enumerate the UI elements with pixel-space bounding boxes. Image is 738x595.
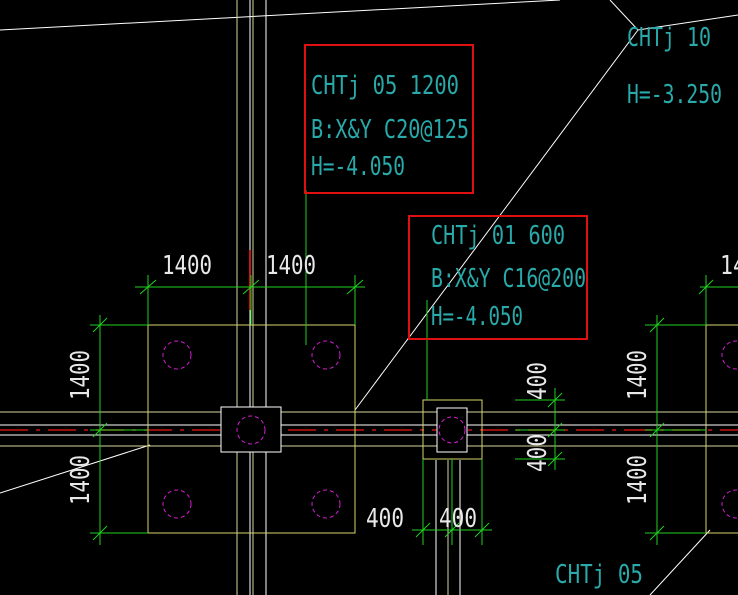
dim-left-upper: 1400 <box>66 350 96 400</box>
column-section <box>436 407 468 453</box>
dimension-lines <box>90 275 738 545</box>
dim-left-lower: 1400 <box>66 455 96 505</box>
column-lines <box>236 0 461 595</box>
cap-bottom-right-name: CHTj 05 <box>555 560 643 590</box>
cap-10-name: CHTj 10 <box>627 23 711 53</box>
pile-cap-left[interactable] <box>147 324 356 534</box>
pile-circle <box>311 340 341 370</box>
pile-cap-outline <box>705 324 738 534</box>
pile-circle <box>162 340 192 370</box>
cap-10-elevation: H=-3.250 <box>627 80 722 110</box>
outline-line-bottom-right <box>649 529 711 595</box>
dim-bottom-right: 400 <box>439 504 477 534</box>
axis-lines <box>0 411 738 447</box>
pile-circle <box>721 489 738 519</box>
pile-cap-right[interactable] <box>705 324 738 534</box>
outline-line-left <box>0 444 151 494</box>
dim-top-left: 1400 <box>162 251 212 281</box>
cap-05-elevation: H=-4.050 <box>311 152 405 182</box>
outline-line-diagonal <box>354 29 639 411</box>
pile-circle <box>721 340 738 370</box>
cap-01-elevation: H=-4.050 <box>431 302 523 332</box>
highlight-box-cap-01[interactable] <box>408 215 588 340</box>
pile-circle <box>162 489 192 519</box>
cap-05-rebar: B:X&Y C20@125 <box>311 115 469 145</box>
dim-right-lower: 1400 <box>623 455 653 505</box>
outline-line-top <box>0 0 561 31</box>
cap-05-name: CHTj 05 1200 <box>311 71 459 101</box>
dim-right-upper: 1400 <box>623 350 653 400</box>
leader-lines <box>305 190 428 400</box>
dim-edge-clipped: 14 <box>720 251 738 281</box>
highlight-box-cap-05[interactable] <box>304 44 474 194</box>
pile-circle <box>438 416 466 444</box>
pile-circle <box>311 489 341 519</box>
cap-01-name: CHTj 01 600 <box>431 221 565 251</box>
column-section <box>220 406 282 453</box>
pile-circle <box>236 415 266 445</box>
dim-bottom-left: 400 <box>366 504 404 534</box>
pile-cap-small[interactable] <box>422 399 483 460</box>
dim-small-upper: 400 <box>523 362 553 400</box>
cap-01-rebar: B:X&Y C16@200 <box>431 264 586 294</box>
dim-small-lower: 400 <box>523 434 553 472</box>
dim-top-right: 1400 <box>266 251 316 281</box>
